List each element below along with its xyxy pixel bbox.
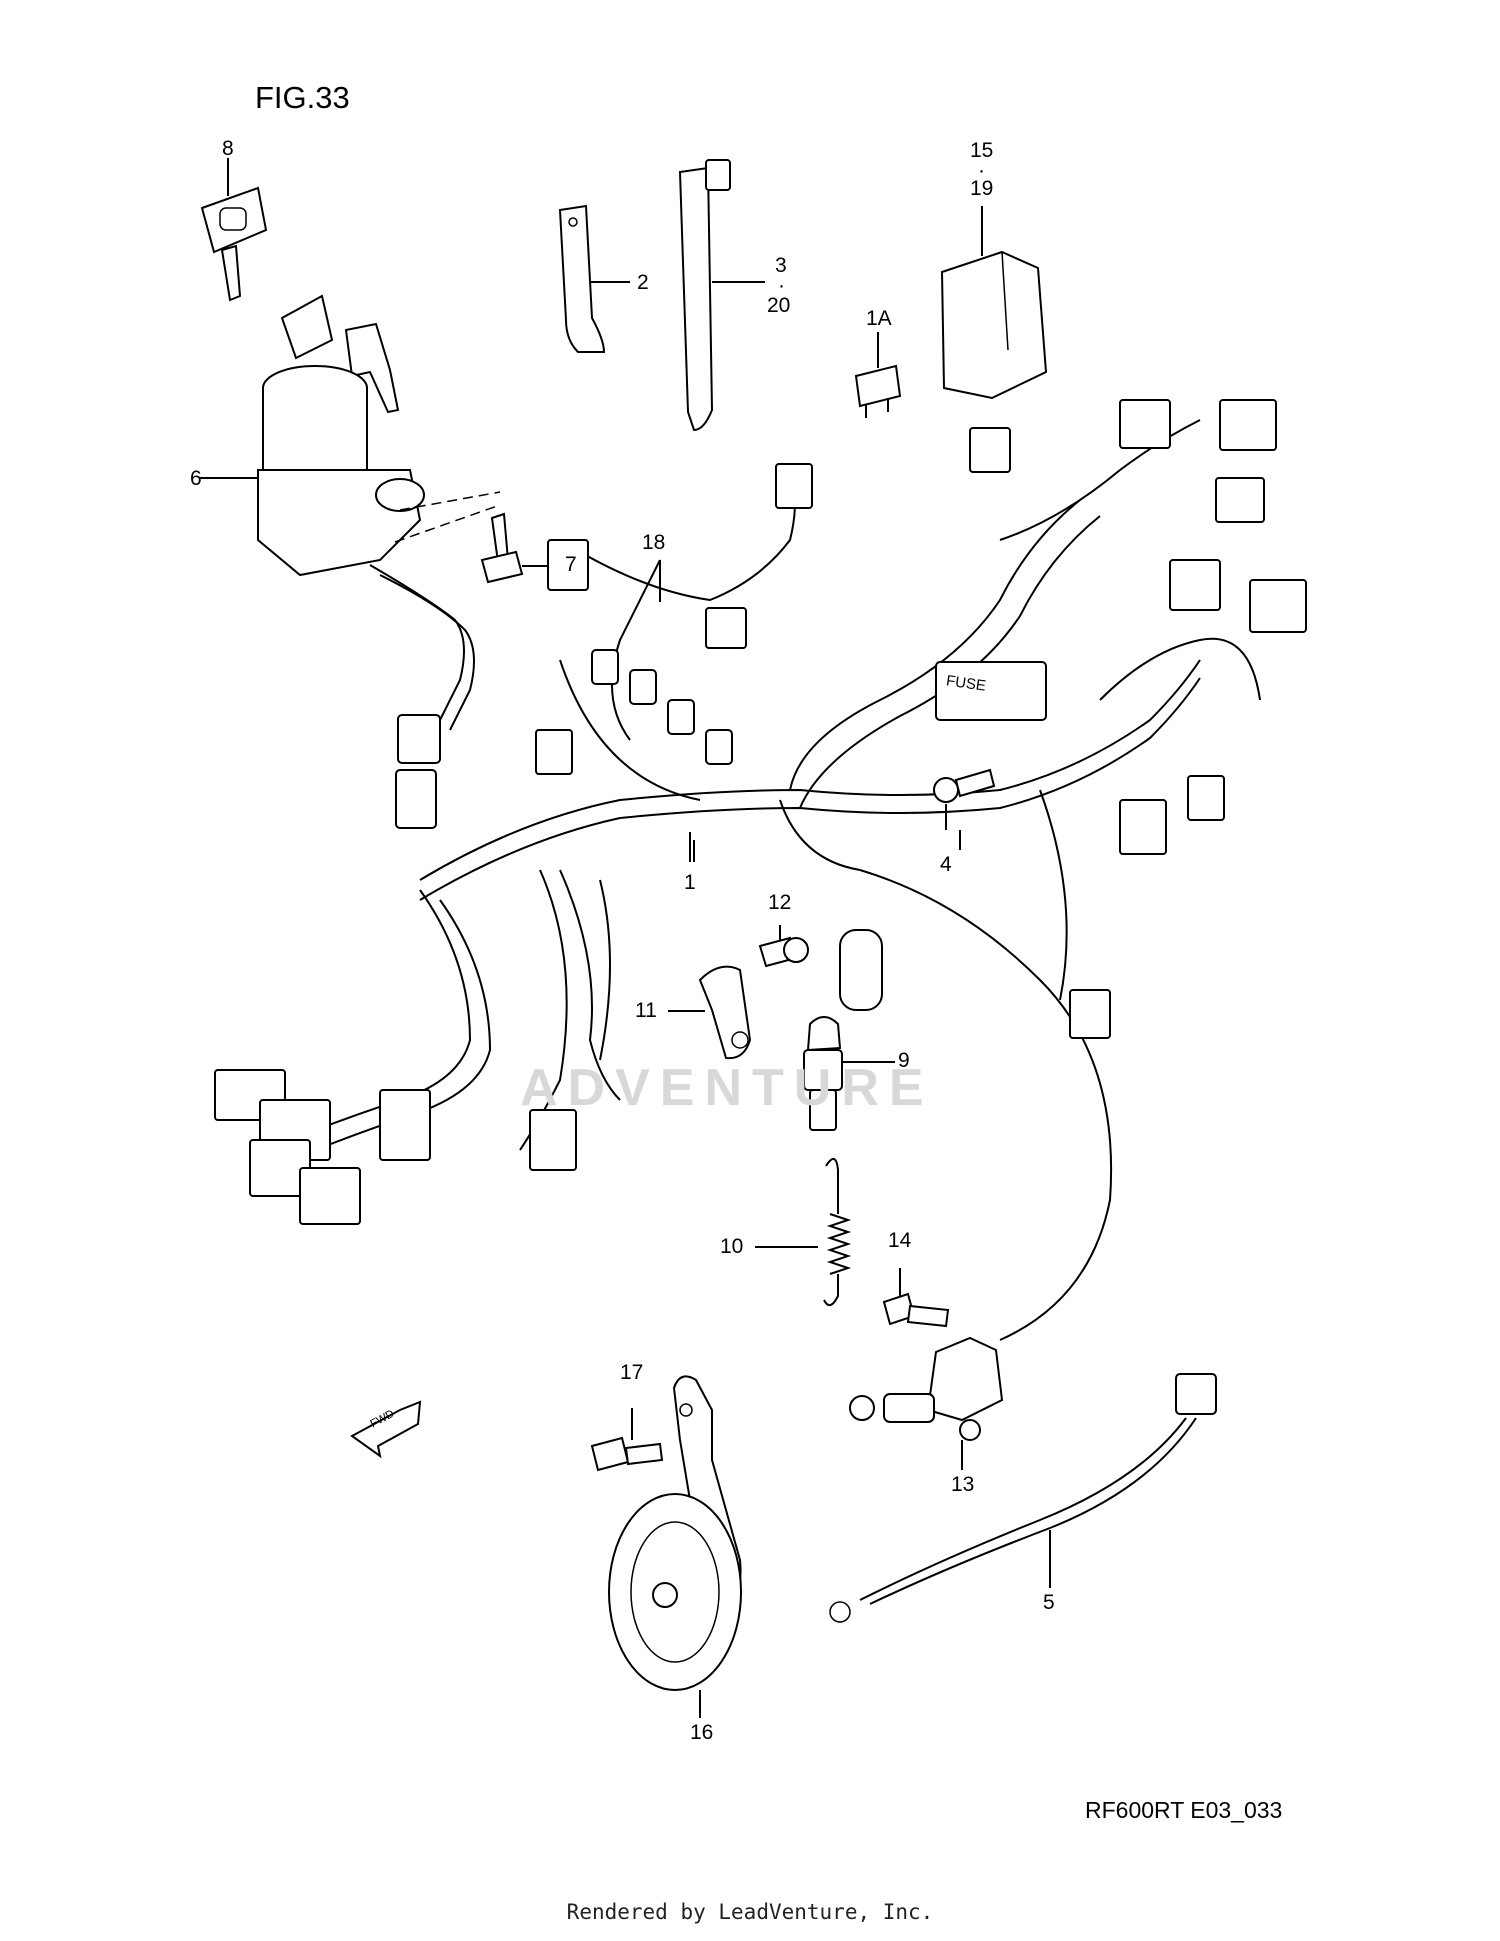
key-part: [200, 158, 268, 302]
callout-13[interactable]: 13: [951, 1473, 975, 1496]
callout-10[interactable]: 10: [720, 1235, 744, 1258]
callout-6[interactable]: 6: [190, 467, 202, 490]
switch-part-13: [849, 1336, 1004, 1470]
callout-1a[interactable]: 1A: [866, 307, 892, 330]
fuse-part-1a: [854, 332, 902, 418]
clamp-part-2: [558, 204, 630, 353]
callout-15-dot: ·: [978, 159, 985, 182]
callout-9[interactable]: 9: [898, 1049, 910, 1072]
cable-tie-part-3: [678, 159, 765, 432]
ignition-switch-part: [200, 294, 501, 764]
callout-8[interactable]: 8: [222, 137, 234, 160]
lead-wire-part-5: [829, 1373, 1217, 1623]
figure-code: RF600RT E03_033: [1085, 1797, 1283, 1823]
callout-11[interactable]: 11: [635, 999, 657, 1022]
figure-title: FIG.33: [255, 80, 350, 115]
horn-part-16: [608, 1375, 742, 1718]
relay-part-15: [940, 206, 1048, 400]
callout-4[interactable]: 4: [940, 853, 952, 876]
bolt-part-4: [933, 768, 996, 830]
bolt-part-12: [758, 925, 809, 968]
spring-part-10: [755, 1158, 852, 1307]
callout-20[interactable]: 20: [767, 294, 791, 317]
bracket-part-11: [668, 965, 752, 1060]
callout-16[interactable]: 16: [690, 1721, 714, 1744]
bolt-part-7: [480, 512, 560, 584]
callout-19[interactable]: 19: [970, 177, 994, 200]
callout-3-dot: ·: [778, 274, 785, 297]
wiring-harness-part-1: [214, 399, 1307, 1341]
sub-harness-part-18: [591, 559, 733, 765]
fwd-arrow-icon: [350, 1400, 422, 1459]
callout-14[interactable]: 14: [888, 1229, 912, 1252]
callout-15[interactable]: 15: [970, 139, 994, 162]
bolt-part-17: [590, 1408, 664, 1472]
footer-credit: Rendered by LeadVenture, Inc.: [566, 1900, 934, 1924]
callout-1[interactable]: 1: [684, 871, 696, 894]
callout-3[interactable]: 3: [775, 254, 787, 277]
callout-leaders: [693, 830, 961, 862]
callout-18[interactable]: 18: [642, 531, 666, 554]
switch-part-9: [803, 1016, 895, 1131]
callout-2[interactable]: 2: [637, 271, 649, 294]
callout-17[interactable]: 17: [620, 1361, 644, 1384]
watermark: ADVENTURE: [520, 1059, 934, 1117]
bolt-part-14: [882, 1268, 950, 1328]
callout-12[interactable]: 12: [768, 891, 792, 914]
callout-7[interactable]: 7: [565, 553, 577, 576]
callout-5[interactable]: 5: [1043, 1591, 1055, 1614]
